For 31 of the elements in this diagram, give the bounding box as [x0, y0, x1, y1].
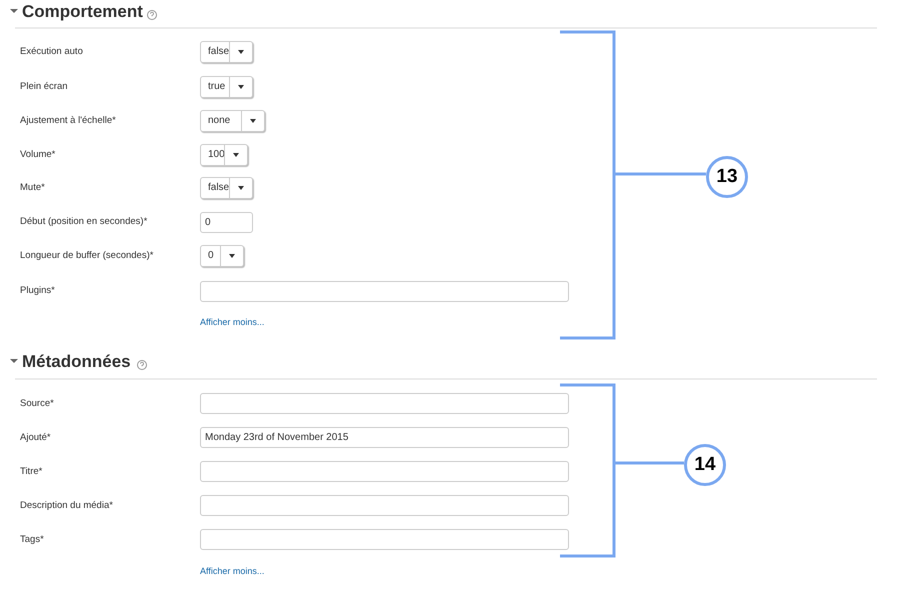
field-label: Mute*	[20, 182, 45, 193]
dropdown-select: false	[200, 41, 253, 63]
field-label: Volume*	[20, 149, 56, 160]
section-heading: Métadonnées	[22, 352, 131, 372]
input-field: 0	[200, 212, 253, 233]
field-label: Description du média*	[20, 500, 113, 511]
field-label: Ajustement à l'échelle*	[20, 115, 116, 126]
field-label: Titre*	[20, 466, 42, 477]
bracket	[560, 384, 616, 558]
callout-number: 14	[684, 444, 726, 486]
leader-line	[614, 172, 706, 176]
field-label: Ajouté*	[20, 432, 51, 443]
callout-number: 13	[706, 156, 748, 198]
field-label: Source*	[20, 398, 54, 409]
dropdown-select: true	[200, 76, 253, 98]
show-less-link: Afficher moins...	[200, 566, 264, 576]
field-label: Exécution auto	[20, 46, 83, 57]
dropdown-select: 0	[200, 245, 244, 267]
bracket	[560, 30, 616, 340]
leader-line	[614, 462, 684, 464]
dropdown-select: none	[200, 110, 265, 132]
field-label: Plein écran	[20, 81, 68, 92]
input-field: Monday 23rd of November 2015	[200, 427, 569, 448]
dropdown-select: false	[200, 177, 253, 199]
field-label: Début (position en secondes)*	[20, 216, 148, 227]
show-less-link: Afficher moins...	[200, 317, 264, 327]
dropdown-select: 100	[200, 144, 248, 166]
field-label: Tags*	[20, 534, 44, 545]
field-label: Longueur de buffer (secondes)*	[20, 250, 154, 261]
section-heading: Comportement	[22, 2, 143, 22]
field-label: Plugins*	[20, 285, 55, 296]
